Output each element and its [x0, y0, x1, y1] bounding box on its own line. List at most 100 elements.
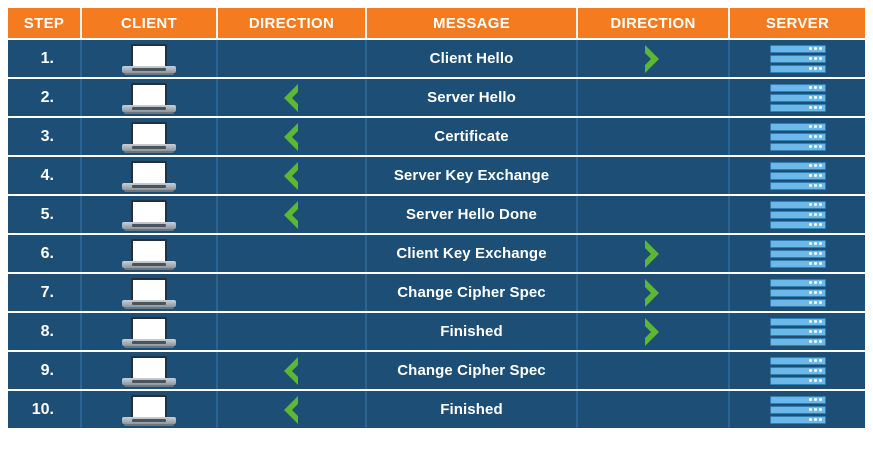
arrow-placeholder — [642, 356, 664, 386]
cell-step: 5. — [8, 196, 82, 233]
cell-client — [82, 313, 218, 350]
cell-server — [730, 352, 865, 389]
arrow-placeholder — [642, 83, 664, 113]
arrow-placeholder — [281, 239, 303, 269]
server-icon — [769, 355, 826, 387]
arrow-left-icon — [281, 200, 303, 230]
laptop-icon — [122, 238, 176, 270]
message-label: Finished — [440, 401, 503, 418]
step-number: 8. — [40, 322, 54, 340]
table-body: 1.Client Hello 2. Server Hello 3. Certificat… — [8, 40, 865, 428]
laptop-icon — [122, 316, 176, 348]
cell-direction-right — [578, 313, 730, 350]
message-label: Certificate — [434, 128, 509, 145]
cell-client — [82, 118, 218, 155]
cell-message: Certificate — [367, 118, 578, 155]
arrow-placeholder — [281, 317, 303, 347]
message-label: Finished — [440, 323, 503, 340]
cell-server — [730, 196, 865, 233]
cell-direction-right — [578, 40, 730, 77]
arrow-placeholder — [642, 122, 664, 152]
laptop-icon — [122, 160, 176, 192]
cell-direction-right — [578, 352, 730, 389]
arrow-left-icon — [281, 356, 303, 386]
server-icon — [769, 394, 826, 426]
step-number: 5. — [40, 205, 54, 223]
cell-server — [730, 40, 865, 77]
cell-server — [730, 391, 865, 428]
arrow-right-icon — [642, 278, 664, 308]
cell-step: 7. — [8, 274, 82, 311]
column-header-server: SERVER — [730, 8, 865, 38]
laptop-icon — [122, 199, 176, 231]
cell-step: 2. — [8, 79, 82, 116]
table-row: 2. Server Hello — [8, 79, 865, 116]
arrow-placeholder — [281, 44, 303, 74]
table-row: 9. Change Cipher Spec — [8, 352, 865, 389]
cell-direction-left — [218, 196, 367, 233]
server-icon — [769, 316, 826, 348]
cell-client — [82, 157, 218, 194]
server-icon — [769, 121, 826, 153]
table-row: 7. Change Cipher Spec — [8, 274, 865, 311]
server-icon — [769, 43, 826, 75]
message-label: Client Hello — [429, 50, 514, 67]
laptop-icon — [122, 121, 176, 153]
table-row: 4. Server Key Exchange — [8, 157, 865, 194]
cell-direction-left — [218, 118, 367, 155]
arrow-right-icon — [642, 44, 664, 74]
column-header-client: CLIENT — [82, 8, 218, 38]
cell-message: Finished — [367, 313, 578, 350]
arrow-placeholder — [642, 200, 664, 230]
cell-client — [82, 79, 218, 116]
server-icon — [769, 199, 826, 231]
cell-direction-right — [578, 79, 730, 116]
cell-server — [730, 157, 865, 194]
table-row: 5.Server Hello Done — [8, 196, 865, 233]
cell-client — [82, 352, 218, 389]
column-header-direction-right: DIRECTION — [578, 8, 730, 38]
cell-direction-left — [218, 40, 367, 77]
laptop-icon — [122, 277, 176, 309]
cell-step: 10. — [8, 391, 82, 428]
cell-message: Server Hello — [367, 79, 578, 116]
step-number: 4. — [40, 166, 54, 184]
laptop-icon — [122, 82, 176, 114]
cell-direction-right — [578, 196, 730, 233]
column-header-step: STEP — [8, 8, 82, 38]
cell-step: 9. — [8, 352, 82, 389]
column-header-direction-left: DIRECTION — [218, 8, 367, 38]
laptop-icon — [122, 394, 176, 426]
cell-message: Server Key Exchange — [367, 157, 578, 194]
cell-server — [730, 313, 865, 350]
cell-direction-right — [578, 274, 730, 311]
cell-direction-right — [578, 157, 730, 194]
cell-server — [730, 79, 865, 116]
step-number: 3. — [40, 127, 54, 145]
cell-server — [730, 235, 865, 272]
message-label: Change Cipher Spec — [397, 284, 546, 301]
cell-step: 6. — [8, 235, 82, 272]
cell-direction-left — [218, 79, 367, 116]
table-row: 10. Finished — [8, 391, 865, 428]
cell-server — [730, 118, 865, 155]
cell-client — [82, 274, 218, 311]
cell-server — [730, 274, 865, 311]
server-icon — [769, 277, 826, 309]
step-number: 9. — [40, 361, 54, 379]
cell-direction-left — [218, 352, 367, 389]
table-row: 1.Client Hello — [8, 40, 865, 77]
step-number: 2. — [40, 88, 54, 106]
message-label: Server Hello — [427, 89, 516, 106]
cell-client — [82, 40, 218, 77]
cell-step: 8. — [8, 313, 82, 350]
cell-client — [82, 235, 218, 272]
column-header-message: MESSAGE — [367, 8, 578, 38]
laptop-icon — [122, 43, 176, 75]
cell-direction-left — [218, 391, 367, 428]
cell-direction-left — [218, 313, 367, 350]
table-row: 8. Finished — [8, 313, 865, 350]
cell-direction-right — [578, 118, 730, 155]
step-number: 7. — [40, 283, 54, 301]
message-label: Change Cipher Spec — [397, 362, 546, 379]
